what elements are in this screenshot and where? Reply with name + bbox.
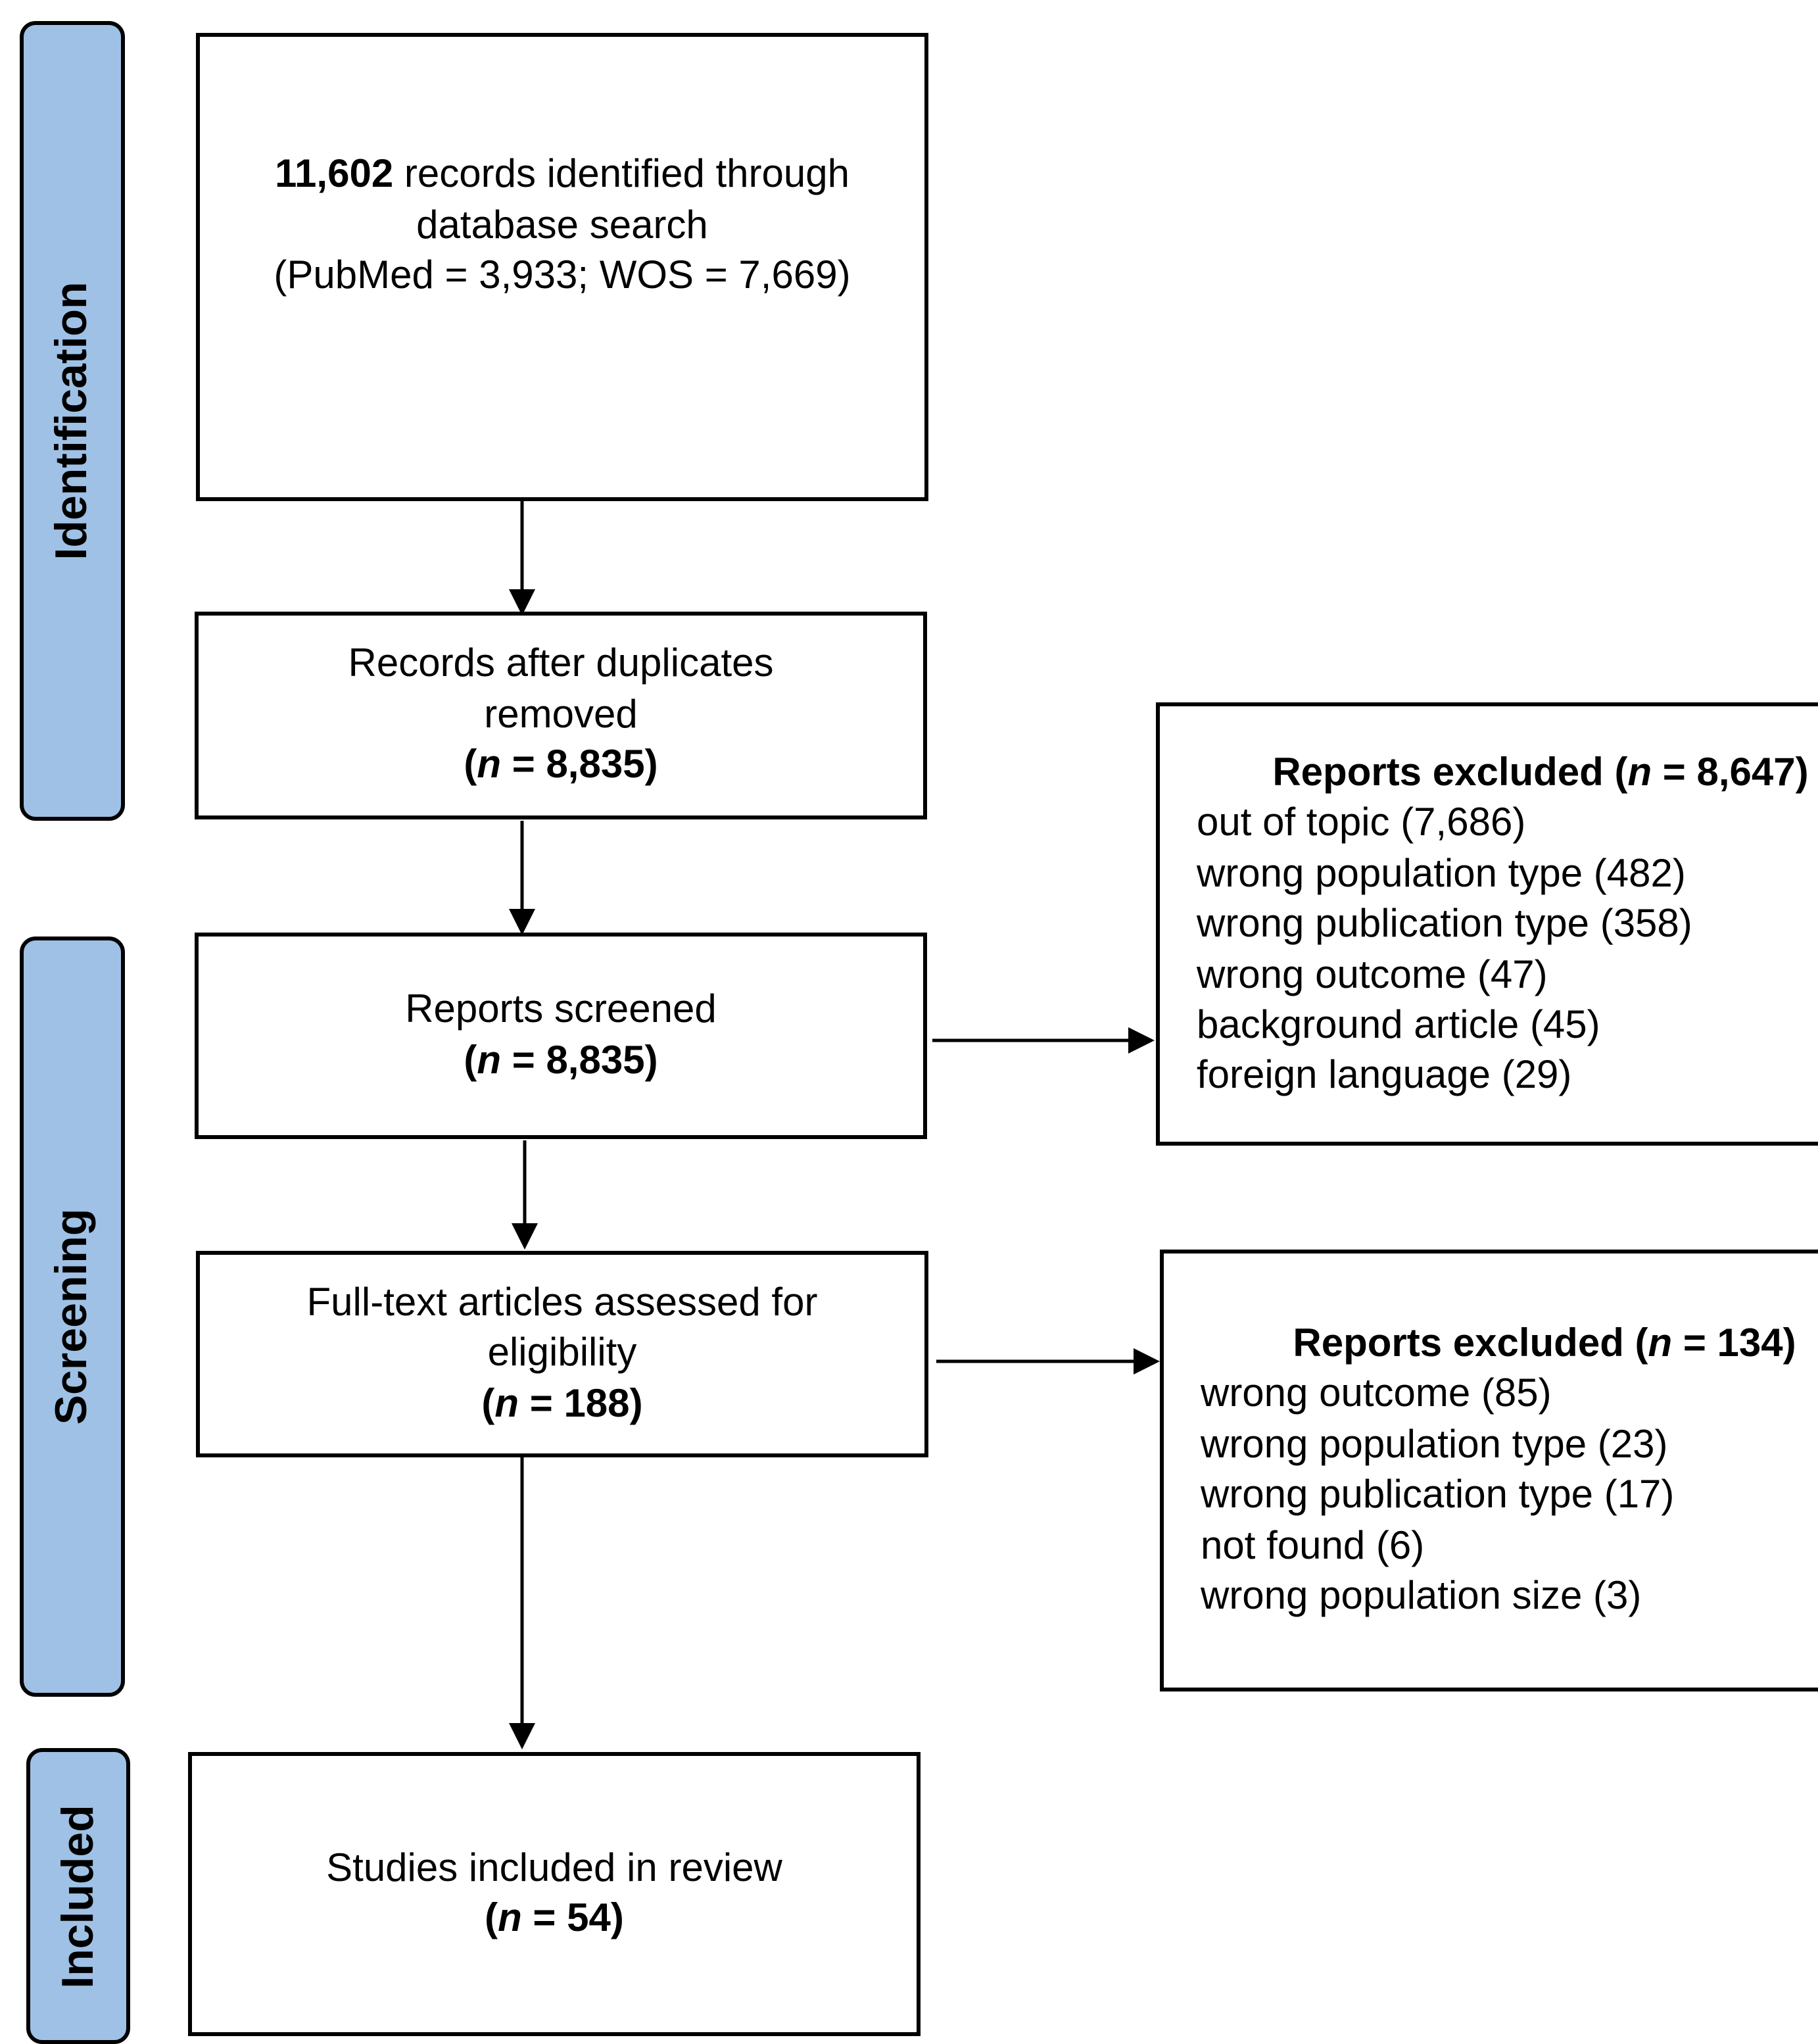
studies-included-box: Studies included in review (n = 54) [188, 1752, 921, 2036]
connector-arrows [509, 500, 1160, 1749]
prisma-flow-diagram: Identification Screening Included 11,602… [20, 21, 1818, 2044]
after-duplicates-count: (n = 8,835) [464, 743, 658, 787]
phase-identification: Identification [20, 21, 125, 821]
n-value: = 54 [521, 1897, 611, 1940]
exclusion-reason: wrong outcome (47) [1197, 953, 1548, 997]
records-identified-line-2: database search [416, 203, 708, 247]
exclusion-reason: wrong population size (3) [1201, 1574, 1642, 1618]
n-label: n [477, 743, 502, 787]
fulltext-assessed-count: (n = 188) [481, 1382, 643, 1426]
studies-included-count: (n = 54) [485, 1897, 624, 1940]
exclusion-reason: not found (6) [1201, 1524, 1425, 1568]
reports-screened-label: Reports screened [405, 988, 717, 1032]
records-identified-box: 11,602 records identified through databa… [196, 33, 928, 501]
records-identified-sources: (PubMed = 3,933; WOS = 7,669) [274, 254, 851, 298]
after-duplicates-box: Records after duplicates removed (n = 8,… [195, 612, 927, 819]
reports-excluded-screening-box: Reports excluded (n = 8,647) out of topi… [1156, 702, 1818, 1146]
after-duplicates-line-2: removed [484, 693, 638, 737]
n-label: n [494, 1382, 519, 1426]
after-duplicates-line-1: Records after duplicates [348, 642, 774, 686]
reports-excluded-title: Reports excluded (n = 8,647) [1272, 751, 1809, 794]
fulltext-assessed-box: Full-text articles assessed for eligibil… [196, 1251, 928, 1457]
exclusion-reason: wrong publication type (17) [1201, 1473, 1675, 1517]
n-value: = 8,835 [501, 1038, 645, 1082]
n-value: = 188 [519, 1382, 630, 1426]
exclusion-reason: out of topic (7,686) [1197, 801, 1526, 845]
reports-screened-count: (n = 8,835) [464, 1038, 658, 1082]
exclusion-reason: wrong population type (482) [1197, 852, 1686, 896]
exclusion-reason: wrong publication type (358) [1197, 902, 1692, 946]
exclusion-reason: foreign language (29) [1197, 1054, 1572, 1098]
n-value: = 8,835 [501, 743, 645, 787]
fulltext-assessed-line-1: Full-text articles assessed for [306, 1280, 818, 1325]
exclusion-reason: background article (45) [1197, 1003, 1600, 1047]
reports-excluded-eligibility-box: Reports excluded (n = 134) wrong outcome… [1160, 1250, 1818, 1691]
exclusion-reason: wrong population type (23) [1201, 1423, 1668, 1467]
reports-screened-box: Reports screened (n = 8,835) [195, 933, 927, 1139]
reports-excluded-title: Reports excluded (n = 134) [1293, 1322, 1796, 1365]
n-label: n [498, 1897, 522, 1940]
studies-included-label: Studies included in review [326, 1846, 782, 1890]
fulltext-assessed-line-2: eligibility [487, 1331, 637, 1375]
exclusion-reason: wrong outcome (85) [1201, 1372, 1552, 1416]
n-label: n [477, 1038, 502, 1082]
phase-screening: Screening [20, 937, 125, 1697]
records-identified-text: records identified through [404, 153, 849, 197]
records-identified-line-1: 11,602 records identified through [275, 151, 849, 201]
records-identified-count: 11,602 [275, 153, 394, 197]
